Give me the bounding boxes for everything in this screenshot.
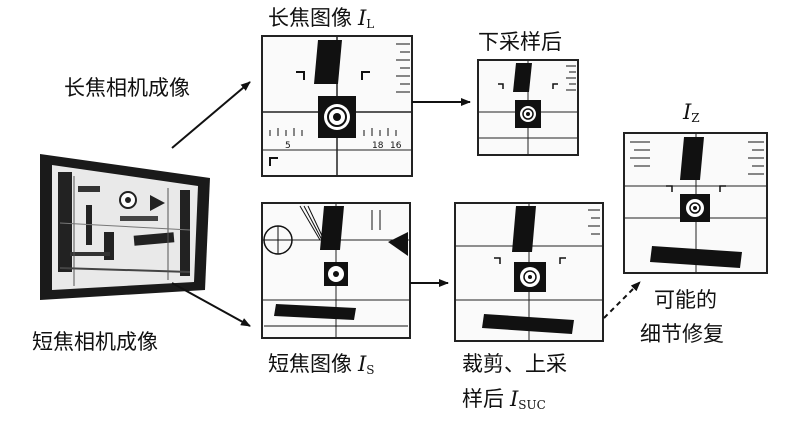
crop-upsample-subscript: SUC xyxy=(518,398,546,412)
arrow-to-short-image xyxy=(171,282,251,327)
long-image-panel: 5 18 16 xyxy=(261,35,413,177)
crop-upsample-symbol: I xyxy=(510,387,519,411)
scale-label-a: 5 xyxy=(285,141,291,151)
scale-label-c: 16 xyxy=(390,141,402,151)
short-camera-label: 短焦相机成像 xyxy=(32,330,158,354)
detail-image-title: IZ xyxy=(683,100,700,130)
detail-image-symbol: I xyxy=(683,100,692,124)
downsampled-panel xyxy=(477,59,579,156)
crop-upsample-text: 样后 xyxy=(462,387,504,411)
short-image-panel xyxy=(261,202,411,339)
upsampled-panel xyxy=(454,202,604,342)
short-image-subscript: S xyxy=(366,363,375,377)
long-image-symbol: I xyxy=(358,6,367,30)
long-image-label: 长焦图像 xyxy=(268,6,352,30)
detail-restored-panel xyxy=(623,132,768,274)
scale-label-b: 18 xyxy=(372,141,384,151)
arrow-to-long-image xyxy=(171,81,251,149)
crop-upsample-line1: 裁剪、上采 xyxy=(462,352,567,376)
detail-image-subscript: Z xyxy=(691,111,700,125)
downsampled-label: 下采样后 xyxy=(478,30,562,54)
long-image-subscript: L xyxy=(366,17,375,31)
short-image-label: 短焦图像 xyxy=(268,352,352,376)
arrow-detail-restore xyxy=(603,281,641,319)
detail-restore-line1: 可能的 xyxy=(654,288,717,312)
test-chart-photo xyxy=(40,154,210,300)
short-image-symbol: I xyxy=(358,352,367,376)
detail-restore-line2: 细节修复 xyxy=(640,322,724,346)
long-camera-label: 长焦相机成像 xyxy=(64,76,190,100)
